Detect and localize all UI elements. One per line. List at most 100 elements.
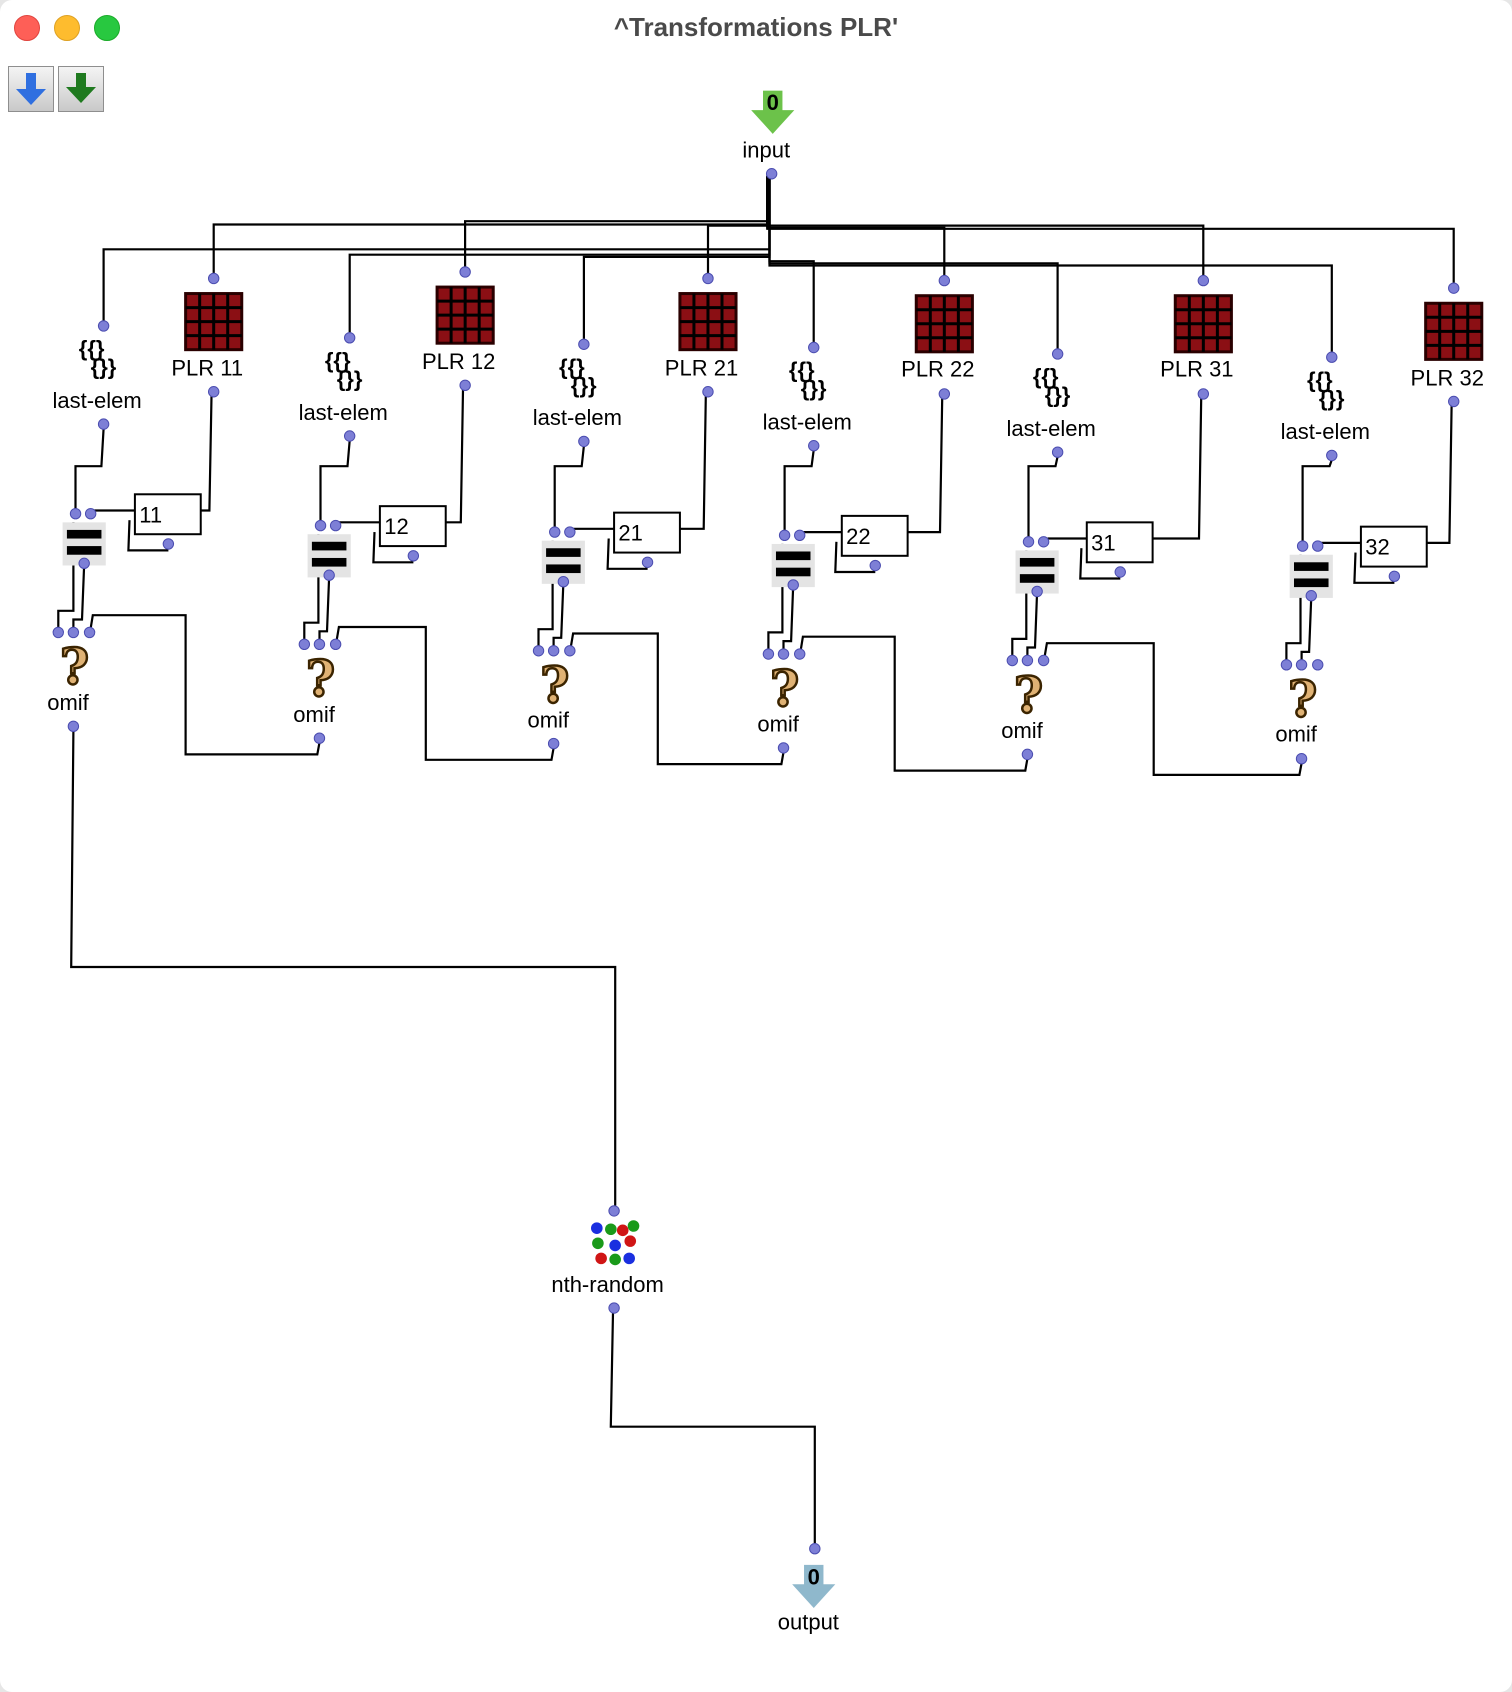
omif-inlet-1[interactable] xyxy=(52,626,64,639)
wire-last-elem-to-omif-1[interactable] xyxy=(57,522,75,629)
wire-omif-chain-2[interactable] xyxy=(335,625,555,761)
omif-inlet-2[interactable] xyxy=(1295,659,1308,671)
last-elem-box-1[interactable]: {{}{}}last-elem xyxy=(53,320,142,430)
plr-outlet[interactable] xyxy=(702,386,714,398)
value-outlet[interactable] xyxy=(407,550,420,562)
equal-outlet[interactable] xyxy=(1031,585,1043,598)
wire-last-elem-to-equal-2[interactable] xyxy=(319,440,351,522)
equal-box-1[interactable] xyxy=(62,508,106,570)
omif-outlet[interactable] xyxy=(1021,748,1034,761)
omif-inlet-1[interactable] xyxy=(1006,654,1019,667)
wire-last-elem-to-omif-2[interactable] xyxy=(303,534,320,640)
import-down-button[interactable] xyxy=(8,66,54,112)
equal-outlet[interactable] xyxy=(1305,590,1317,602)
wire-omif-to-nth-random[interactable] xyxy=(70,730,617,1206)
wire-nth-random-to-output[interactable] xyxy=(609,1312,816,1544)
value-box-3[interactable]: 21 xyxy=(613,511,681,568)
plr-box-6[interactable]: PLR 32 xyxy=(1411,282,1484,408)
plr-inlet[interactable] xyxy=(207,272,220,285)
omif-inlet-3[interactable] xyxy=(83,626,96,639)
wire-equal-to-omif-2[interactable] xyxy=(318,575,331,640)
output-inlet[interactable] xyxy=(809,1542,821,1555)
equal-inlet-1[interactable] xyxy=(69,508,82,520)
plr-outlet[interactable] xyxy=(938,388,951,400)
equal-box-6[interactable] xyxy=(1289,540,1333,602)
last-elem-inlet[interactable] xyxy=(97,320,110,332)
omif-outlet[interactable] xyxy=(547,737,560,750)
omif-box-1[interactable]: ?omif xyxy=(47,626,96,733)
equal-outlet[interactable] xyxy=(787,579,799,591)
equal-inlet-2[interactable] xyxy=(1312,540,1324,552)
wire-equal-to-omif-5[interactable] xyxy=(1026,591,1039,657)
value-box-4[interactable]: 22 xyxy=(840,514,909,572)
last-elem-box-3[interactable]: {{}{}}last-elem xyxy=(533,338,622,448)
last-elem-inlet[interactable] xyxy=(808,341,820,354)
plr-outlet[interactable] xyxy=(459,379,471,391)
equal-inlet-2[interactable] xyxy=(564,526,576,538)
plr-inlet[interactable] xyxy=(459,266,471,278)
wire-omif-chain-4[interactable] xyxy=(799,635,1029,772)
omif-inlet-2[interactable] xyxy=(1021,654,1034,667)
equal-outlet[interactable] xyxy=(78,557,90,570)
equal-inlet-1[interactable] xyxy=(778,529,791,541)
plr-outlet[interactable] xyxy=(1197,388,1210,400)
wire-last-elem-to-equal-1[interactable] xyxy=(74,428,105,510)
equal-inlet-2[interactable] xyxy=(329,519,342,532)
omif-box-3[interactable]: ?omif xyxy=(527,645,576,750)
plr-outlet[interactable] xyxy=(207,386,220,398)
wire-input-last-elem-3[interactable] xyxy=(582,175,771,339)
wire-input-plr-6[interactable] xyxy=(766,175,1455,283)
last-elem-outlet[interactable] xyxy=(97,418,110,430)
last-elem-outlet[interactable] xyxy=(343,430,356,442)
omif-inlet-2[interactable] xyxy=(777,648,790,660)
value-outlet[interactable] xyxy=(162,538,175,550)
omif-inlet-1[interactable] xyxy=(1280,659,1293,671)
omif-inlet-2[interactable] xyxy=(67,626,80,639)
plr-inlet[interactable] xyxy=(1197,274,1210,287)
omif-outlet[interactable] xyxy=(67,720,80,733)
value-outlet[interactable] xyxy=(1114,566,1126,578)
wire-last-elem-to-equal-4[interactable] xyxy=(783,449,815,531)
wire-input-plr-2[interactable] xyxy=(464,175,769,267)
last-elem-outlet[interactable] xyxy=(1326,449,1338,462)
wire-equal-to-omif-1[interactable] xyxy=(72,563,86,629)
last-elem-outlet[interactable] xyxy=(1051,446,1064,458)
wire-equal-to-omif-3[interactable] xyxy=(552,581,565,647)
wire-last-elem-to-omif-6[interactable] xyxy=(1285,554,1302,661)
equal-inlet-1[interactable] xyxy=(314,519,327,532)
omif-box-2[interactable]: ?omif xyxy=(293,638,342,744)
omif-outlet[interactable] xyxy=(313,732,326,744)
omif-inlet-3[interactable] xyxy=(1312,659,1324,671)
equal-inlet-2[interactable] xyxy=(84,508,97,520)
last-elem-outlet[interactable] xyxy=(578,435,590,448)
wire-omif-chain-5[interactable] xyxy=(1043,642,1303,776)
wire-last-elem-to-equal-6[interactable] xyxy=(1301,459,1333,542)
wire-input-last-elem-4[interactable] xyxy=(768,175,815,343)
omif-box-4[interactable]: ?omif xyxy=(757,648,806,754)
omif-inlet-3[interactable] xyxy=(329,638,342,650)
omif-inlet-2[interactable] xyxy=(313,638,326,650)
wire-input-last-elem-6[interactable] xyxy=(768,175,1333,352)
wire-input-plr-5[interactable] xyxy=(766,175,1205,276)
last-elem-outlet[interactable] xyxy=(808,440,820,452)
equal-box-5[interactable] xyxy=(1015,536,1059,598)
omif-inlet-1[interactable] xyxy=(762,648,775,660)
last-elem-inlet[interactable] xyxy=(343,332,356,344)
value-outlet[interactable] xyxy=(869,559,881,572)
last-elem-box-6[interactable]: {{}{}}last-elem xyxy=(1281,351,1370,462)
last-elem-inlet[interactable] xyxy=(1326,351,1338,363)
equal-inlet-2[interactable] xyxy=(794,529,806,541)
plr-box-1[interactable]: PLR 11 xyxy=(171,272,244,398)
omif-inlet-1[interactable] xyxy=(298,638,311,650)
wire-equal-to-omif-4[interactable] xyxy=(782,584,795,650)
value-box-5[interactable]: 31 xyxy=(1085,521,1154,578)
equal-box-3[interactable] xyxy=(541,526,585,588)
minimize-window-button[interactable] xyxy=(54,15,80,41)
plr-box-4[interactable]: PLR 22 xyxy=(901,274,975,400)
wire-last-elem-to-equal-3[interactable] xyxy=(553,445,585,528)
plr-inlet[interactable] xyxy=(702,272,714,285)
omif-outlet[interactable] xyxy=(777,742,790,754)
wire-last-elem-to-omif-3[interactable] xyxy=(537,540,554,647)
plr-box-2[interactable]: PLR 12 xyxy=(422,266,495,391)
wire-equal-to-omif-6[interactable] xyxy=(1300,595,1313,661)
